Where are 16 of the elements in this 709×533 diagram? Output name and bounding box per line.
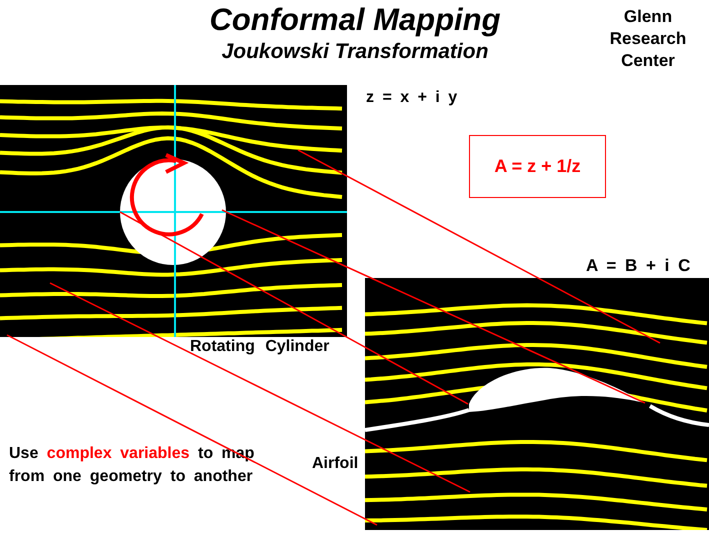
equation-text: z = x + i y [366, 89, 458, 107]
mapping-line [6, 334, 378, 526]
equation-text: A = B + i C [586, 256, 690, 276]
mapping-line [120, 211, 468, 405]
mapping-line [298, 149, 660, 344]
formula-box [469, 135, 606, 198]
subtitle: Joukowski Transformation [220, 40, 490, 64]
mapping-line [222, 209, 646, 404]
center-name: Glenn Research Center [608, 6, 688, 72]
title: Conformal Mapping [208, 2, 502, 38]
cylinder-flow-drawing [0, 85, 347, 337]
picture-caption: Rotating Cylinder [190, 338, 330, 356]
picture-caption: Airfoil [312, 455, 358, 473]
mapping-line [50, 282, 470, 493]
airfoil-flow-drawing [365, 278, 709, 530]
formula-text: A = z + 1/z [494, 156, 581, 177]
